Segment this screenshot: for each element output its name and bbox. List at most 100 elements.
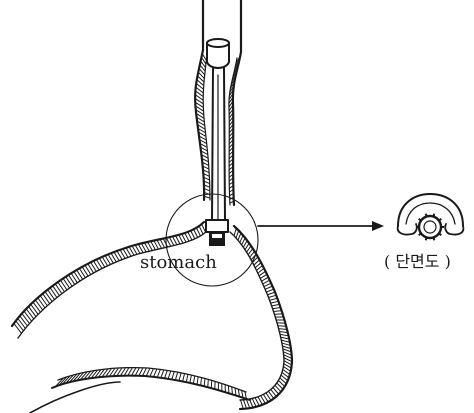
hatch-line (29, 307, 36, 317)
hatch-line (14, 323, 22, 333)
hatch-line (150, 369, 154, 377)
hatch-line (234, 228, 236, 236)
hatch-line (20, 316, 28, 326)
hatch-line (16, 321, 24, 331)
ring-tooth (433, 214, 434, 217)
hatch-line (179, 373, 181, 381)
hatch-line (204, 378, 205, 386)
hatch-line (157, 369, 160, 377)
cross-section-label: ( 단면도 ) (384, 252, 451, 271)
hatch-line (197, 377, 198, 385)
hatch-line (238, 233, 241, 240)
hatch-line (273, 308, 281, 309)
hatch-line (191, 231, 195, 239)
ring-tooth (419, 233, 421, 235)
hatch-line (154, 369, 157, 377)
hatch-line (280, 334, 288, 335)
hatch-line (262, 277, 269, 281)
hatch-line (33, 302, 40, 312)
hatch-line (38, 298, 45, 308)
hatch-line (22, 314, 30, 324)
hatch-line (66, 277, 72, 287)
hatch-line (208, 379, 209, 387)
hatch-line (199, 226, 203, 234)
cross-section-ring-teeth (416, 214, 444, 241)
ring-tooth (426, 237, 427, 240)
ring-tooth (433, 237, 434, 240)
hatch-line (146, 368, 150, 376)
hatch-line (266, 289, 273, 292)
hatch-line (24, 311, 32, 321)
stomach-bottom-fold (30, 382, 120, 413)
hatch-line (278, 326, 286, 327)
hatch-line (45, 292, 52, 302)
hatch-line (31, 304, 38, 314)
ring-tooth (439, 233, 441, 235)
esophagus-right-wall (233, 0, 241, 205)
hatch-line (58, 282, 65, 292)
hatch-line (40, 296, 47, 306)
hatch-line (190, 375, 192, 383)
hatch-line (183, 374, 185, 382)
hatch-line (243, 400, 246, 409)
ring-tooth (426, 214, 427, 217)
hatch-line (228, 386, 229, 394)
hatch-line (26, 309, 33, 319)
hatch-line (265, 286, 272, 289)
hatch-line (193, 376, 194, 384)
hatch-line (55, 284, 62, 294)
pointer-arrow (258, 221, 384, 231)
hatch-line (135, 368, 139, 376)
hatch-line (186, 374, 188, 382)
hatch-line (236, 230, 239, 237)
hatch-line (279, 329, 287, 330)
hatch-line (279, 331, 287, 332)
ring-tooth (419, 219, 421, 221)
hatch-line (164, 370, 167, 378)
hatch-line (201, 378, 202, 386)
cross-section-right-flange (445, 224, 463, 235)
hatch-line (185, 233, 189, 241)
ring-tooth (439, 219, 441, 221)
hatch-line (264, 283, 271, 286)
tube-top-cap (207, 39, 229, 47)
hatch-line (240, 400, 243, 409)
hatch-line (263, 280, 270, 284)
hatch-line (270, 298, 278, 300)
cross-section-illustration (398, 194, 464, 240)
tube-tip-band-highlight (212, 234, 222, 238)
hatch-line (63, 278, 69, 288)
hatch-line (43, 294, 50, 304)
arrow-head-icon (372, 221, 384, 231)
tube-shaft-right (224, 68, 225, 220)
hatch-line (196, 228, 200, 236)
hatch-line (48, 290, 55, 300)
hatch-line (269, 295, 277, 297)
tube-tip-collar (206, 220, 228, 232)
hatch-line (274, 314, 282, 315)
hatch-line (260, 274, 267, 278)
hatch-line (267, 292, 275, 295)
hatch-line (240, 235, 243, 242)
hatch-line (60, 280, 66, 290)
hatch-line (281, 337, 290, 339)
hatch-line (35, 300, 42, 310)
hatch-line (168, 371, 171, 379)
hatch-line (271, 301, 279, 303)
stomach-label: stomach (140, 252, 217, 273)
inserted-tube (206, 39, 229, 246)
hatch-line (242, 238, 246, 245)
stomach-lower-curve-outer (52, 376, 250, 400)
tube-shaft-left (212, 68, 213, 220)
hatch-line (161, 370, 164, 378)
hatch-line (143, 368, 147, 376)
hatch-line (188, 232, 192, 240)
hatch-line (175, 372, 177, 380)
hatch-line (172, 372, 174, 380)
hatch-line (18, 318, 26, 328)
hatch-line (281, 340, 290, 342)
hatch-line (274, 311, 282, 312)
stomach-wall (12, 222, 292, 413)
cross-section-lumen-ring (419, 216, 441, 238)
